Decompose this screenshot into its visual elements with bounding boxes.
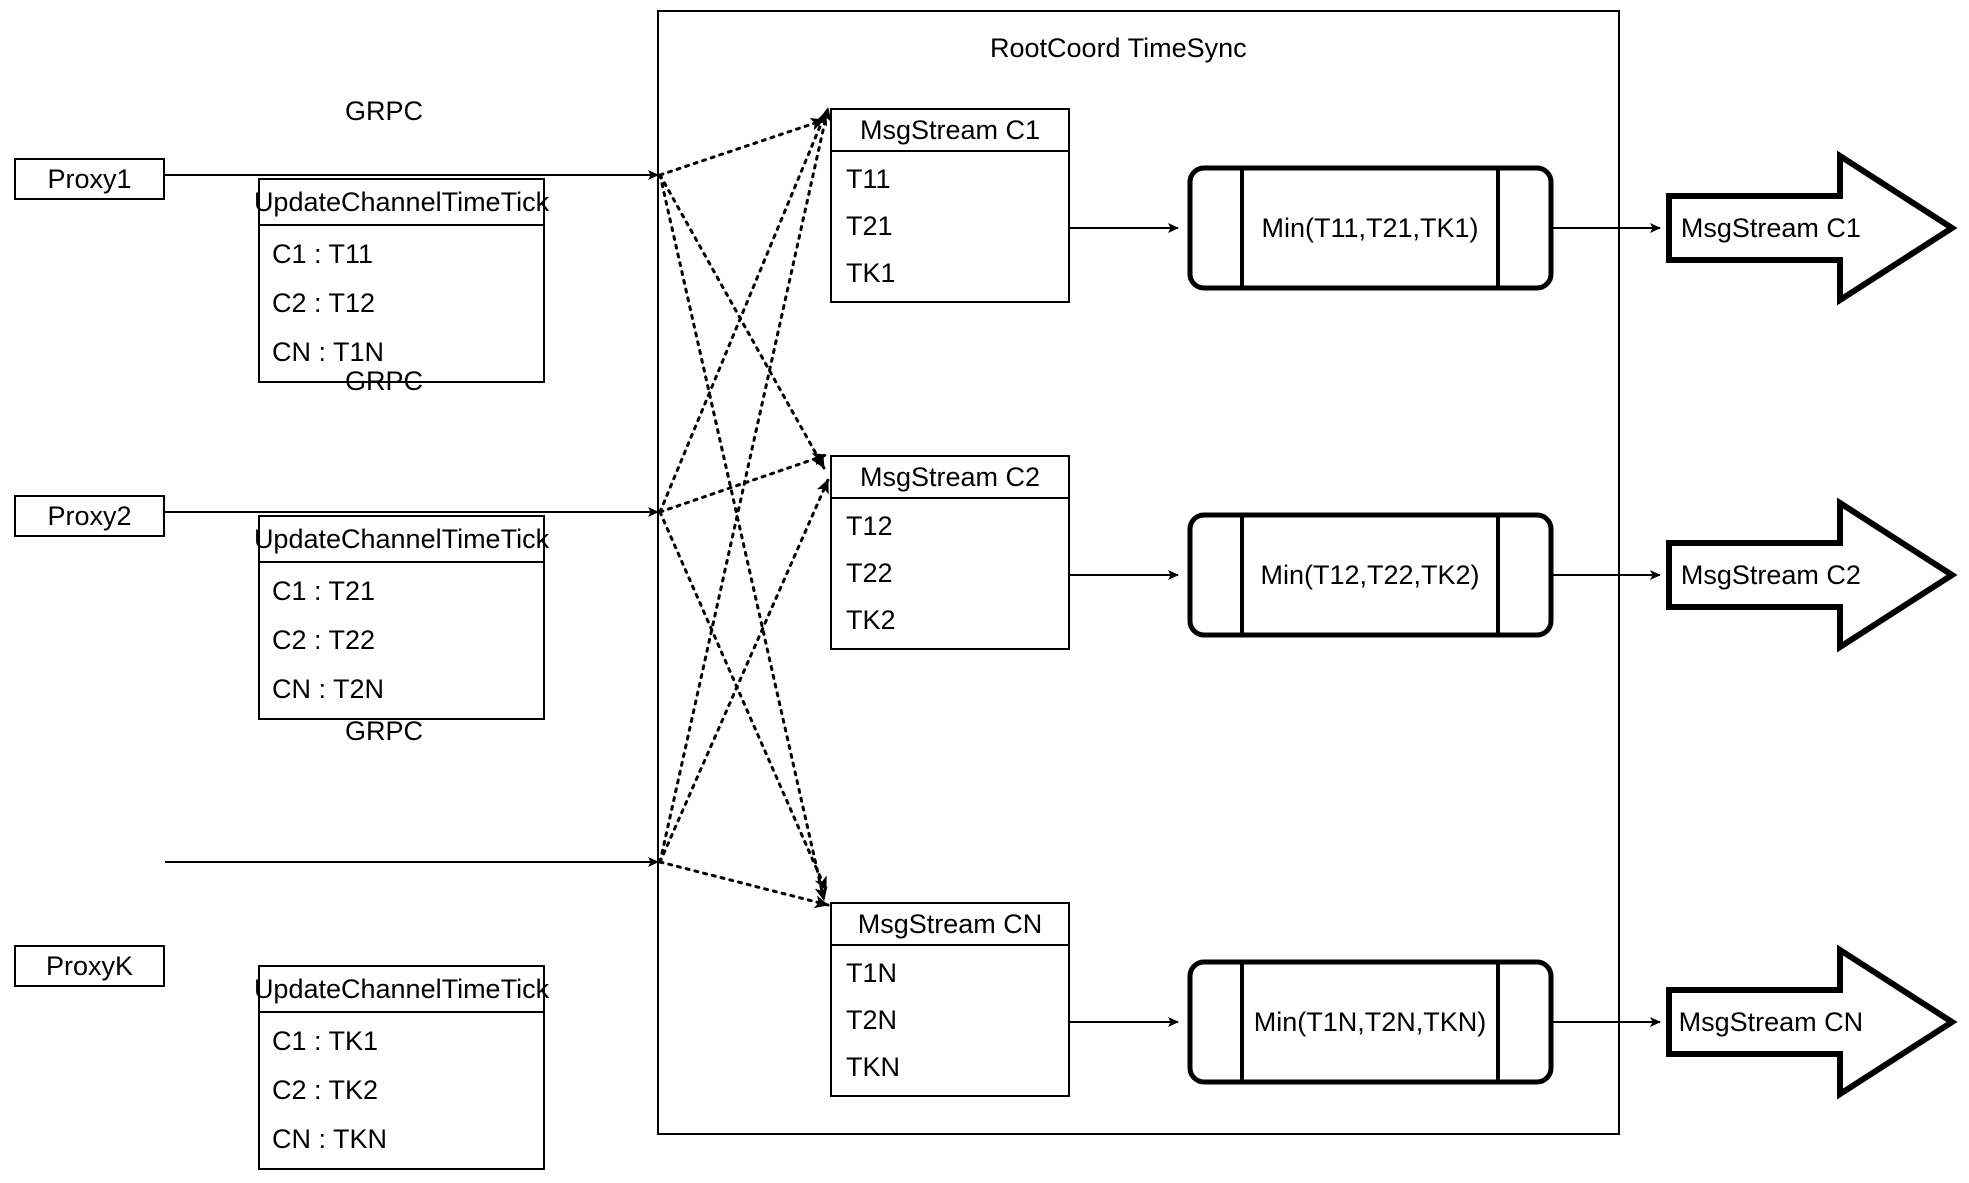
container-title: RootCoord TimeSync	[990, 33, 1247, 63]
proxy-box-3[interactable]: ProxyK	[14, 945, 165, 987]
rpc-entry: C1 : T21	[272, 575, 376, 606]
msgstream-title: MsgStream C2	[832, 457, 1068, 499]
tick-value: TK1	[846, 257, 896, 288]
msgstream-ticks: T11 T21 TK1	[832, 152, 1068, 301]
rpc-title: UpdateChannelTimeTick	[254, 517, 549, 563]
tick-value: T2N	[846, 1004, 898, 1035]
proxy-label: ProxyK	[45, 950, 134, 981]
rootcoord-timesync-container	[657, 10, 1620, 1135]
tick-value: TK2	[846, 604, 896, 635]
update-channel-timetick-table-2: UpdateChannelTimeTick C1 : T21 C2 : T22 …	[254, 515, 549, 720]
min-label: Min(T1N,T2N,TKN)	[1253, 1006, 1487, 1037]
min-label: Min(T11,T21,TK1)	[1261, 212, 1479, 243]
rpc-entries: C1 : T21 C2 : T22 CN : T2N	[260, 563, 543, 718]
output-label: MsgStream C1	[1680, 212, 1861, 243]
rpc-entries: C1 : TK1 C2 : TK2 CN : TKN	[260, 1013, 543, 1168]
min-process-2: Min(T12,T22,TK2)	[1242, 515, 1498, 635]
msgstream-ticks: T12 T22 TK2	[832, 499, 1068, 648]
msgstream-table-1: MsgStream C1 T11 T21 TK1	[830, 108, 1070, 303]
rpc-entry: CN : T1N	[272, 336, 385, 367]
rpc-title: UpdateChannelTimeTick	[254, 180, 549, 226]
rpc-entry: C2 : T22	[272, 624, 376, 655]
min-process-3: Min(T1N,T2N,TKN)	[1242, 962, 1498, 1082]
rpc-entry: C2 : T12	[272, 287, 376, 318]
tick-value: T21	[846, 210, 893, 241]
min-label: Min(T12,T22,TK2)	[1260, 559, 1480, 590]
msgstream-title: MsgStream CN	[832, 904, 1068, 946]
grpc-label-2: GRPC	[345, 366, 424, 396]
proxy-box-2[interactable]: Proxy2	[14, 495, 165, 537]
tick-value: TKN	[846, 1051, 900, 1082]
grpc-label-3: GRPC	[345, 716, 424, 746]
msgstream-table-2: MsgStream C2 T12 T22 TK2	[830, 455, 1070, 650]
update-channel-timetick-table-1: UpdateChannelTimeTick C1 : T11 C2 : T12 …	[254, 178, 549, 383]
proxy-label: Proxy2	[47, 500, 132, 531]
tick-value: T1N	[846, 957, 898, 988]
msgstream-ticks: T1N T2N TKN	[832, 946, 1068, 1095]
min-process-1: Min(T11,T21,TK1)	[1242, 168, 1498, 288]
output-label: MsgStream C2	[1680, 559, 1861, 590]
proxy-box-1[interactable]: Proxy1	[14, 158, 165, 200]
rpc-entry: CN : T2N	[272, 673, 385, 704]
rpc-entries: C1 : T11 C2 : T12 CN : T1N	[260, 226, 543, 381]
output-arrow-2: MsgStream C2	[1669, 543, 1952, 607]
output-label: MsgStream CN	[1678, 1006, 1864, 1037]
rpc-entry: CN : TKN	[272, 1123, 388, 1154]
rpc-entry: C2 : TK2	[272, 1074, 379, 1105]
output-arrow-3: MsgStream CN	[1669, 990, 1952, 1054]
rpc-entry: C1 : TK1	[272, 1025, 379, 1056]
tick-value: T22	[846, 557, 893, 588]
proxy-label: Proxy1	[47, 163, 132, 194]
tick-value: T12	[846, 510, 893, 541]
tick-value: T11	[846, 163, 891, 194]
rpc-title: UpdateChannelTimeTick	[254, 967, 549, 1013]
output-arrow-1: MsgStream C1	[1669, 196, 1952, 260]
msgstream-table-3: MsgStream CN T1N T2N TKN	[830, 902, 1070, 1097]
grpc-label-1: GRPC	[345, 96, 424, 126]
update-channel-timetick-table-3: UpdateChannelTimeTick C1 : TK1 C2 : TK2 …	[254, 965, 549, 1170]
msgstream-title: MsgStream C1	[832, 110, 1068, 152]
rpc-entry: C1 : T11	[272, 238, 374, 269]
